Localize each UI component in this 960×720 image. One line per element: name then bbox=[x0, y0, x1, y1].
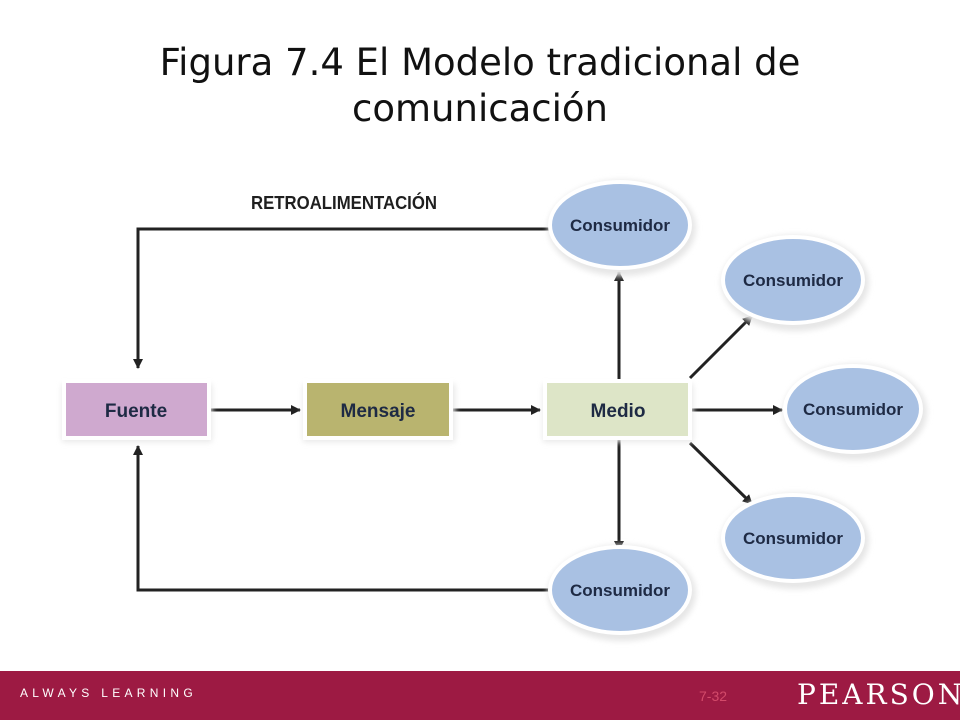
consumer-upper-right-label: Consumidor bbox=[743, 271, 843, 290]
communication-model-diagram: RETROALIMENTACIÓN Fuente Mensaje Medio C… bbox=[62, 180, 927, 641]
node-fuente-label: Fuente bbox=[105, 401, 167, 422]
slide-title: Figura 7.4 El Modelo tradicional de comu… bbox=[159, 41, 801, 130]
consumer-lower-right-label: Consumidor bbox=[743, 529, 843, 548]
arrow-medio-to-consumer-upper-right bbox=[688, 314, 754, 380]
node-mensaje-label: Mensaje bbox=[341, 401, 416, 422]
page-number: 7-32 bbox=[699, 688, 728, 704]
consumer-lower-right: Consumidor bbox=[721, 493, 869, 589]
consumer-bottom: Consumidor bbox=[548, 545, 696, 641]
consumer-top-label: Consumidor bbox=[570, 216, 670, 235]
node-fuente: Fuente bbox=[62, 379, 212, 442]
consumer-bottom-label: Consumidor bbox=[570, 581, 670, 600]
feedback-line-bottom bbox=[133, 445, 552, 592]
arrow-medio-to-consumer-lower-right bbox=[688, 441, 754, 506]
node-medio-label: Medio bbox=[591, 401, 646, 422]
footer-bar: ALWAYS LEARNING 7-32 PEARSON bbox=[0, 671, 960, 720]
feedback-line-top bbox=[133, 227, 552, 369]
consumer-right-label: Consumidor bbox=[803, 400, 903, 419]
consumer-top: Consumidor bbox=[548, 180, 696, 276]
node-mensaje: Mensaje bbox=[303, 379, 455, 442]
node-medio: Medio bbox=[543, 379, 693, 442]
consumer-upper-right: Consumidor bbox=[721, 235, 869, 331]
brand-logo: PEARSON bbox=[797, 678, 960, 711]
footer-tagline: ALWAYS LEARNING bbox=[20, 686, 197, 700]
consumer-right: Consumidor bbox=[783, 364, 927, 460]
feedback-label: RETROALIMENTACIÓN bbox=[251, 192, 437, 213]
